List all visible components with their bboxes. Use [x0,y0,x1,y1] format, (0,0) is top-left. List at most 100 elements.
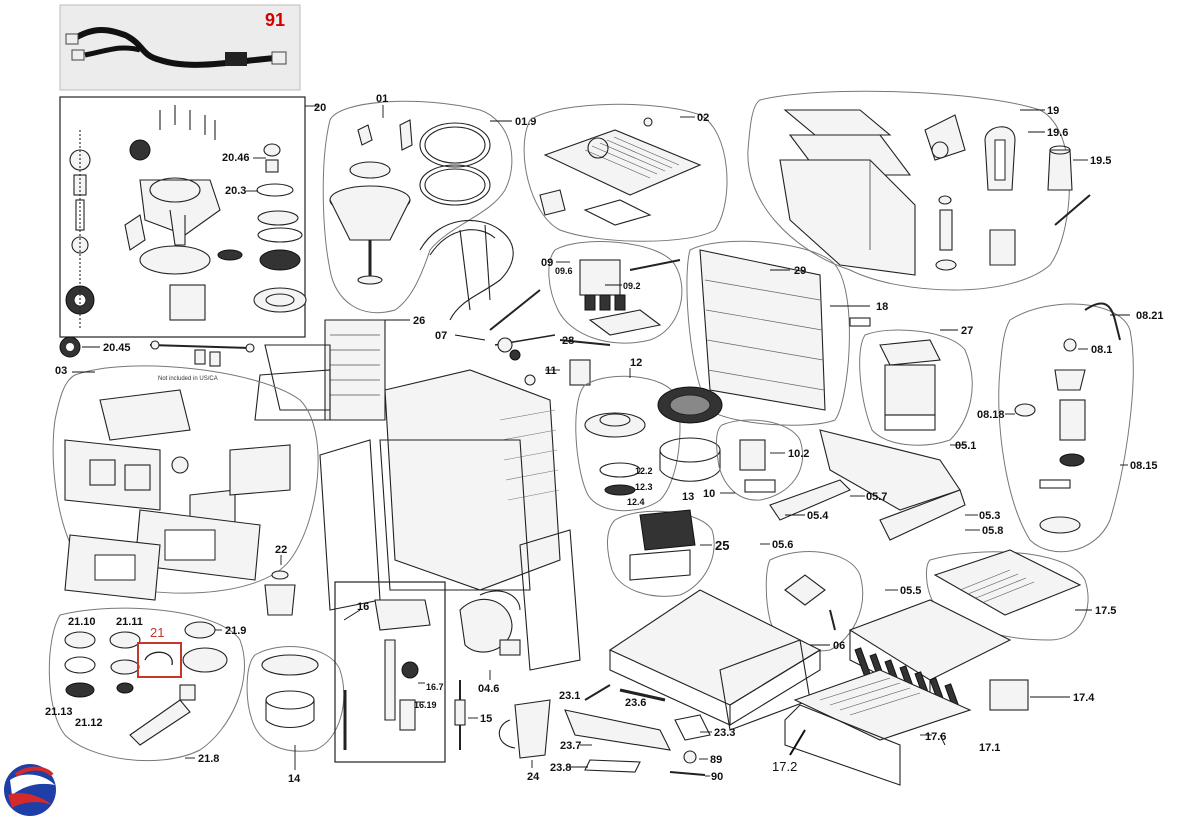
callout-13: 13 [682,491,694,503]
group-05-frame [760,429,980,591]
callout-21.8: 21.8 [198,753,219,765]
callout-20: 20 [314,102,326,114]
note-not-included: Not included in US/CA [158,376,218,382]
callout-23.3: 23.3 [714,727,735,739]
callout-07: 07 [435,330,447,342]
group-26-electronics [254,319,410,421]
callout-03-text: 0303 [55,365,67,377]
callout-20.45: 20.45 [103,342,131,354]
group-14 [246,646,345,770]
callout-15: 15 [480,713,492,725]
callout-12.4: 12.4 [627,497,645,507]
group-06-base [608,551,864,731]
callout-23.8: 23.8 [550,762,571,774]
group-12-thermoblock [575,368,681,512]
callout-28: 28 [562,335,574,347]
callout-21.9: 21.9 [225,625,246,637]
callout-05.1: 05.1 [955,440,976,452]
group-03-control-panel [52,365,319,601]
callout-17.2: 17.2 [772,759,797,774]
callout-18: 18 [876,301,888,313]
callout-21: 21 [150,625,164,640]
callout-20.3: 20.3 [225,185,246,197]
part-24-milk-jug [498,699,551,768]
part-15 [454,680,478,750]
callout-05.5: 05.5 [900,585,921,597]
callout-89: 89 [710,754,722,766]
group-01-hopper [322,100,513,314]
callout-29: 29 [794,265,806,277]
callout-17.4: 17.4 [1073,692,1095,704]
group-09-valves [548,241,683,344]
callout-23.1: 23.1 [559,690,580,702]
callout-08.1: 08.1 [1091,344,1112,356]
callout-08.21: 08.21 [1136,310,1164,322]
callout-22: 22 [275,544,287,556]
box-16 [334,581,446,763]
group-25-heatsink [607,509,715,597]
callout-16.19: 16.19 [414,700,437,710]
callout-20.46: 20.46 [222,152,250,164]
back-panel [686,240,871,426]
callout-12: 12 [630,357,642,369]
callout-10: 10 [703,488,715,500]
group-02-top-cover [523,103,728,242]
callout-08.15: 08.15 [1130,460,1158,472]
callout-24: 24 [527,771,540,783]
group-23-accessories [564,684,712,777]
callout-17.1: 17.1 [979,742,1000,754]
callout-05.8: 05.8 [982,525,1003,537]
box-20-brew-assembly [59,96,318,338]
tubing-assembly [419,219,514,321]
callout-09.2: 09.2 [623,281,641,291]
callout-23.6: 23.6 [625,697,646,709]
callout-21.10: 21.10 [68,616,96,628]
callout-26: 26 [413,315,425,327]
callout-19.6: 19.6 [1047,127,1068,139]
highlight-box-21 [137,642,182,678]
part-22 [264,555,296,616]
part-20.45 [59,336,255,367]
main-housing [319,369,581,671]
callout-90: 90 [711,771,723,783]
callout-16: 16 [357,601,369,613]
callout-11: 11 [545,365,557,377]
callout-16.7: 16.7 [426,682,444,692]
callout-21.13: 21.13 [45,706,73,718]
callout-23.7: 23.7 [560,740,581,752]
callout-17.5: 17.5 [1095,605,1116,617]
callout-19.5: 19.5 [1090,155,1111,167]
brand-logo [4,764,56,816]
callout-27: 27 [961,325,973,337]
group-21-portafilter [48,607,245,762]
callout-02: 02 [697,112,709,124]
group-13-heater [657,386,723,482]
group-19-water-tank [747,90,1091,291]
callout-09: 09 [541,257,553,269]
callout-25: 25 [715,538,729,553]
group-07-tubing [454,289,611,386]
callout-12.2: 12.2 [635,466,653,476]
part-04.6 [459,590,521,680]
harness-photo [59,4,301,91]
group-08 [998,302,1134,553]
callout-01: 01 [376,93,388,105]
group-17-drip-tray [784,549,1092,786]
callout-91: 91 [265,10,285,30]
callout-17.6: 17.6 [925,731,946,743]
callout-19: 19 [1047,105,1059,117]
callout-04.6: 04.6 [478,683,499,695]
callout-21.11: 21.11 [116,616,143,628]
callout-21.12: 21.12 [75,717,103,729]
callout-14: 14 [288,773,301,785]
callout-10.2: 10.2 [788,448,809,460]
callout-03: 03 [55,365,68,377]
callout-12.3: 12.3 [635,482,653,492]
callout-05.6: 05.6 [772,539,793,551]
callout-05.4: 05.4 [807,510,829,522]
callout-05.3: 05.3 [979,510,1000,522]
callout-06: 06 [833,640,845,652]
callout-08.18: 08.18 [977,409,1005,421]
